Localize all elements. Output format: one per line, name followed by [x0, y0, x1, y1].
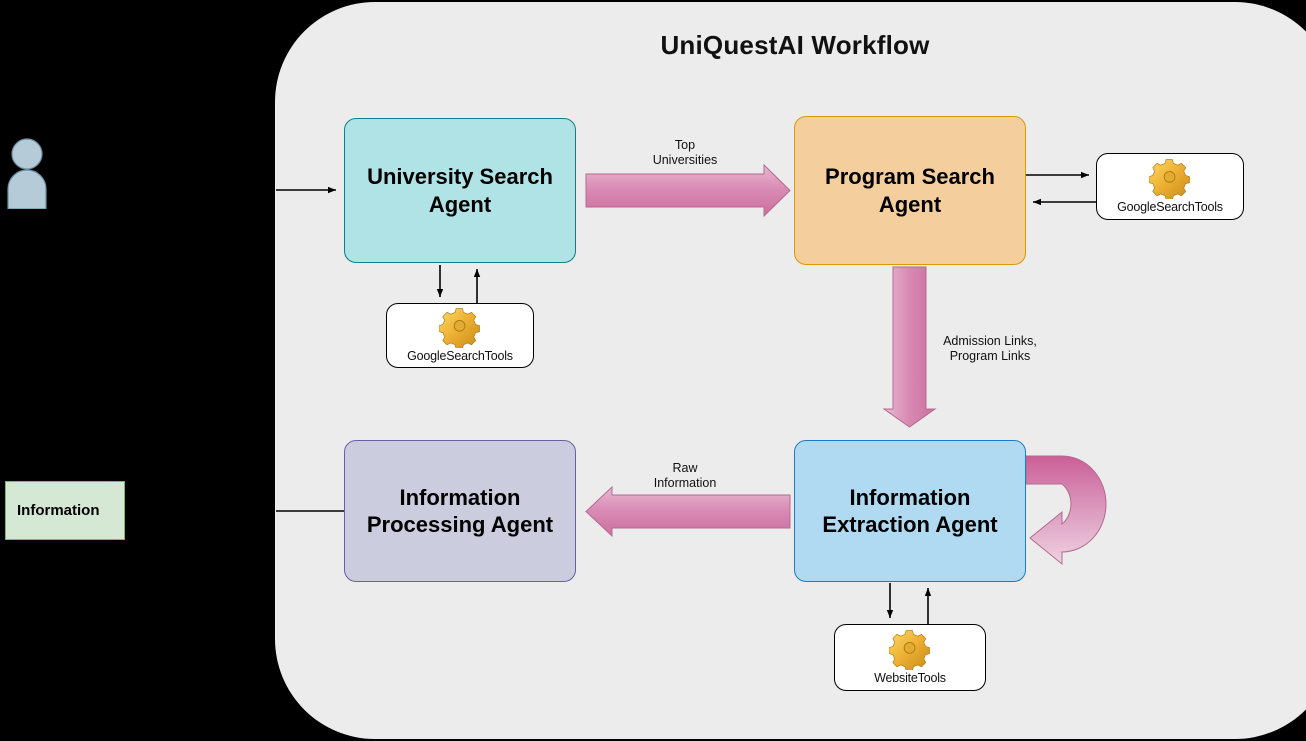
gear-icon	[1148, 159, 1191, 200]
edge-label-admission-links: Admission Links, Program Links	[920, 334, 1060, 365]
workflow-panel	[275, 2, 1306, 739]
tool-label: GoogleSearchTools	[407, 349, 513, 363]
edge-label-top-universities: Top Universities	[620, 138, 750, 169]
edge-label-raw-information: Raw Information	[620, 461, 750, 492]
node-university-search-agent[interactable]: University Search Agent	[344, 118, 576, 263]
node-label-line1: Program Search	[825, 164, 995, 189]
node-program-search-agent[interactable]: Program Search Agent	[794, 116, 1026, 265]
node-label-line2: Agent	[428, 191, 492, 217]
tool-label: GoogleSearchTools	[1117, 200, 1223, 214]
node-label-line1: Information	[399, 484, 521, 510]
node-label-line2: Extraction Agent	[822, 512, 998, 537]
edge-label-line2: Information	[653, 476, 717, 491]
tool-label: WebsiteTools	[874, 671, 946, 685]
information-box-label: Information	[17, 502, 100, 519]
edge-label-line1: Top	[674, 138, 696, 152]
edge-label-line2: Universities	[652, 153, 718, 168]
edge-label-line1: Raw	[672, 461, 698, 475]
user-actor-icon	[6, 137, 48, 210]
node-label-line1: University Search	[367, 164, 553, 189]
gear-icon	[438, 308, 481, 349]
node-website-tools[interactable]: WebsiteTools	[834, 624, 986, 691]
edge-label-line1: Admission Links,	[943, 334, 1037, 348]
node-google-search-tools-university[interactable]: GoogleSearchTools	[386, 303, 534, 368]
node-information-processing-agent[interactable]: Information Processing Agent	[344, 440, 576, 582]
gear-icon	[888, 630, 931, 671]
node-label-line2: Agent	[878, 191, 942, 217]
page-title: UniQuestAI Workflow	[660, 30, 930, 60]
node-label-line2: Processing Agent	[366, 512, 554, 537]
node-information-extraction-agent[interactable]: Information Extraction Agent	[794, 440, 1026, 582]
information-box[interactable]: Information	[5, 481, 125, 540]
node-google-search-tools-program[interactable]: GoogleSearchTools	[1096, 153, 1244, 220]
edge-label-line2: Program Links	[949, 349, 1031, 364]
node-label-line1: Information	[849, 484, 971, 510]
